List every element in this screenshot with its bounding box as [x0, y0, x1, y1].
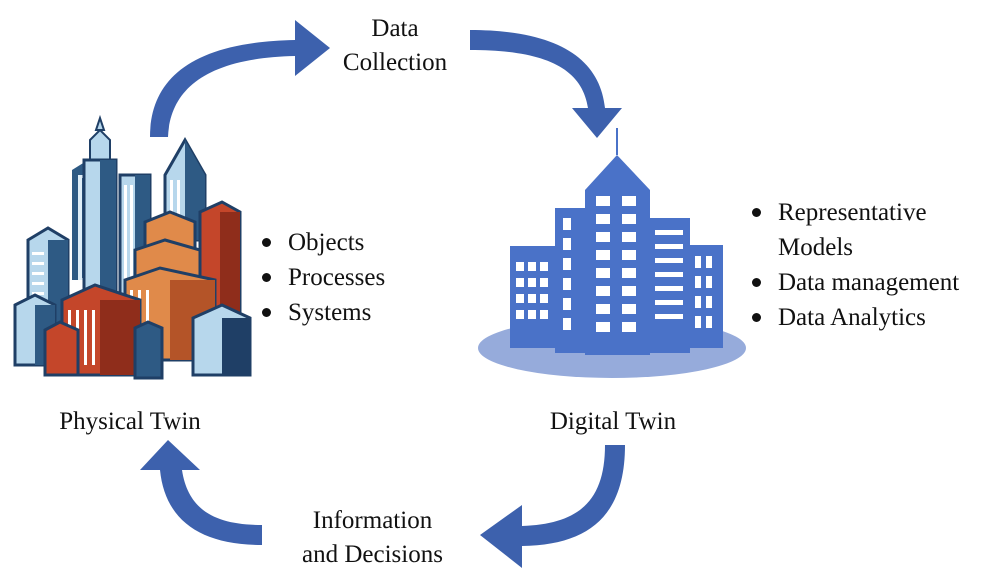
arrow-digital-to-information — [480, 445, 625, 568]
list-item: Processes — [258, 260, 385, 295]
information-line-1: Information — [312, 507, 433, 534]
list-item: Objects — [258, 225, 385, 260]
list-item: Systems — [258, 295, 385, 330]
list-item-line-2: Models — [778, 234, 853, 261]
data-collection-line-2: Collection — [342, 49, 448, 76]
physical-twin-list: Objects Processes Systems — [258, 225, 385, 330]
data-collection-label: Data Collection — [320, 12, 470, 80]
digital-twin-label: Digital Twin — [549, 408, 677, 435]
physical-twin-label: Physical Twin — [59, 408, 201, 435]
city-buildings-icon — [13, 114, 252, 380]
list-item: Representative Models — [748, 195, 959, 265]
arrow-physical-to-data-collection — [150, 20, 330, 137]
digital-twin-list: Representative Models Data management Da… — [748, 195, 959, 335]
arrow-information-to-physical — [140, 440, 262, 545]
list-item: Data management — [748, 265, 959, 300]
list-item: Data Analytics — [748, 300, 959, 335]
digital-building-icon — [478, 128, 746, 378]
list-item-line-1: Data Analytics — [778, 304, 926, 331]
list-item-line-1: Representative — [778, 199, 927, 226]
arrow-data-collection-to-digital — [470, 30, 622, 138]
information-line-2: and Decisions — [302, 541, 443, 568]
information-decisions-label: Information and Decisions — [285, 504, 460, 572]
data-collection-line-1: Data — [371, 15, 419, 42]
list-item-line-1: Data management — [778, 269, 960, 296]
